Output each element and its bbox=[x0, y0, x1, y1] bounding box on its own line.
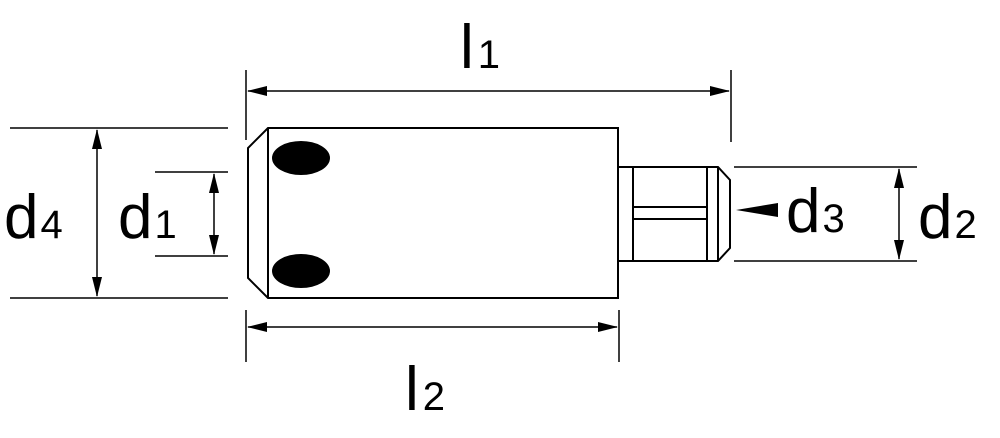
d3-leader-arrow bbox=[736, 203, 778, 217]
dimension-lines bbox=[92, 86, 904, 332]
label-d2: d2 bbox=[918, 183, 977, 252]
tool-body bbox=[247, 127, 619, 299]
shank-outline bbox=[618, 166, 731, 262]
tool-shank bbox=[618, 166, 731, 262]
extension-lines bbox=[10, 70, 917, 362]
label-d1: d1 bbox=[118, 183, 177, 252]
hole-top bbox=[272, 141, 330, 175]
hole-bottom bbox=[272, 254, 330, 288]
label-d3: d3 bbox=[786, 177, 845, 246]
label-d4: d4 bbox=[4, 183, 63, 252]
